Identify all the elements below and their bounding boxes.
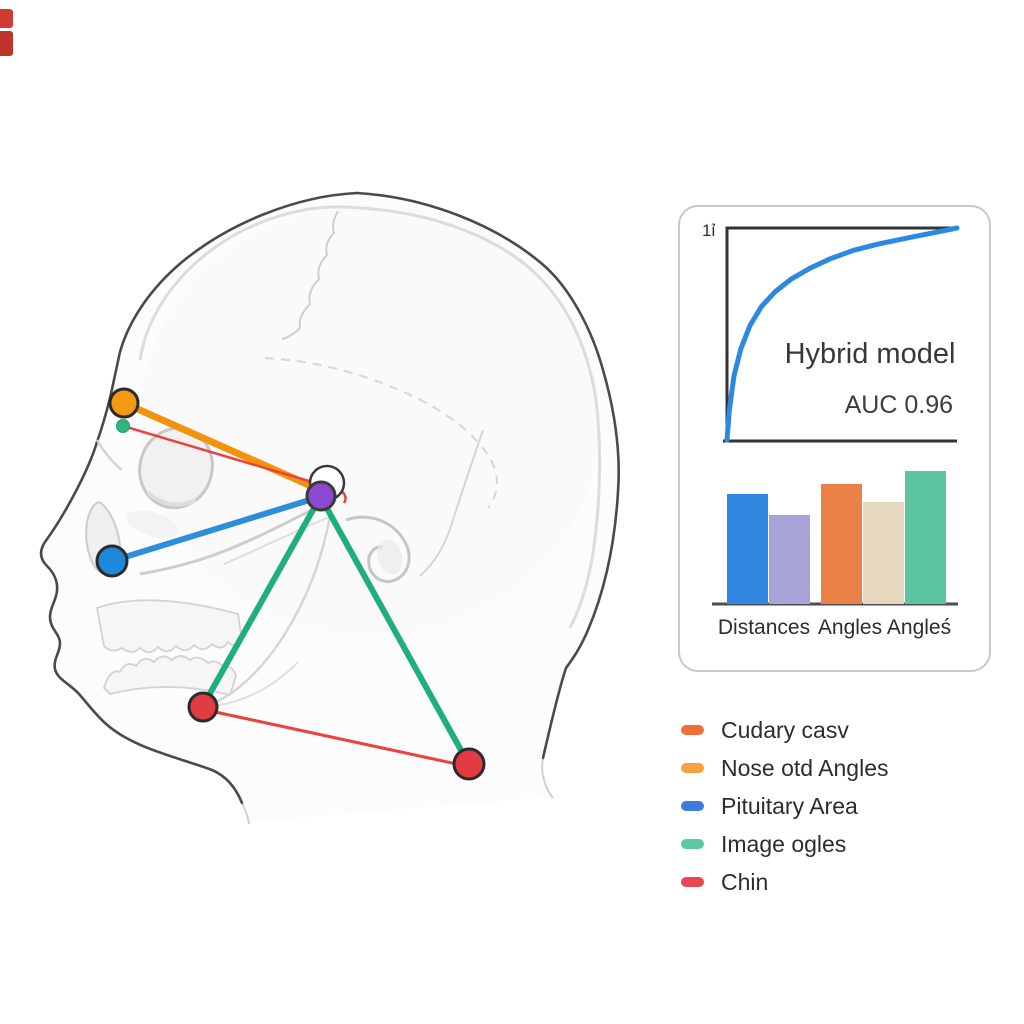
results-panel: 1ỉ Hybrid model AUC 0.96 Distances Angle…: [678, 205, 991, 672]
legend-swatch: [681, 763, 704, 773]
bar: [727, 494, 768, 604]
mandible-angle: [213, 661, 299, 707]
legend-item: Image ogles: [670, 825, 1000, 863]
roc-axes: [725, 226, 957, 440]
landmark-edge: [201, 498, 321, 707]
ear-hook: [345, 515, 411, 583]
legend-item: Pituitary Area: [670, 787, 1000, 825]
roc-ytick-label: 1ỉ: [702, 221, 716, 240]
bar-category-label: Angles: [817, 616, 883, 639]
corner-artifact-mark: [0, 31, 13, 56]
nasal-bridge-line: [95, 439, 123, 471]
blue-landmark: [95, 544, 129, 578]
legend-item-label: Image ogles: [721, 830, 847, 857]
legend-item: Nose otd Angles: [670, 749, 1000, 787]
squamosal-suture: [419, 429, 484, 577]
landmark-edge: [204, 708, 468, 768]
temporal-suture-dashed: [264, 356, 498, 509]
legend-swatch: [681, 877, 704, 887]
inner-cranium-line: [138, 205, 602, 629]
zygomatic-arch-lower: [223, 516, 331, 565]
legend-item: Cudary casv: [670, 711, 1000, 749]
legend-item: Chin: [670, 863, 1000, 901]
cranium-shade: [140, 205, 600, 635]
red-landmark-jaw: [187, 691, 219, 723]
skull-sketch: [39, 191, 620, 825]
legend-item-label: Chin: [721, 868, 769, 895]
landmark-edges: [109, 399, 470, 768]
green-dot-landmark: [116, 419, 130, 433]
coronal-suture: [281, 210, 339, 340]
legend-item-label: Pituitary Area: [721, 792, 858, 819]
zygomatic-arch: [139, 496, 337, 576]
legend-item-label: Nose otd Angles: [721, 754, 889, 781]
neck-back-fade: [541, 757, 554, 799]
red-landmark-neck: [452, 747, 486, 781]
landmark-points: [95, 387, 486, 781]
panel-charts: [712, 225, 960, 606]
corner-artifact-mark: [0, 9, 13, 28]
landmark-edge: [321, 500, 470, 764]
legend-swatch: [681, 801, 704, 811]
lower-teeth: [102, 655, 237, 697]
bar: [821, 484, 862, 604]
bar-category-label: Distances: [717, 616, 811, 639]
landmark-edge: [121, 424, 338, 491]
neck-front-fade: [241, 802, 250, 825]
bar: [769, 515, 810, 604]
maxilla-shade: [126, 510, 178, 538]
purple-landmark: [305, 480, 337, 512]
face-profile-outline: [39, 191, 359, 805]
landmark-legend: Cudary casv Nose otd Angles Pituitary Ar…: [670, 711, 1000, 901]
legend-swatch: [681, 725, 704, 735]
landmark-edge: [109, 495, 319, 564]
ear-shade: [377, 539, 403, 575]
roc-curve: [724, 225, 960, 443]
orange-landmark: [108, 387, 140, 419]
legend-item-label: Cudary casv: [721, 716, 849, 743]
mandible-ramus: [211, 515, 332, 706]
roc-model-label: Hybrid model: [784, 338, 956, 370]
eye-socket-shade: [146, 490, 197, 507]
roc-auc-label: AUC 0.96: [844, 391, 953, 419]
head-back-outline: [355, 191, 620, 760]
bar: [863, 502, 904, 604]
bar-category-label: Angleś: [886, 616, 952, 639]
legend-swatch: [681, 839, 704, 849]
bar: [905, 471, 946, 604]
